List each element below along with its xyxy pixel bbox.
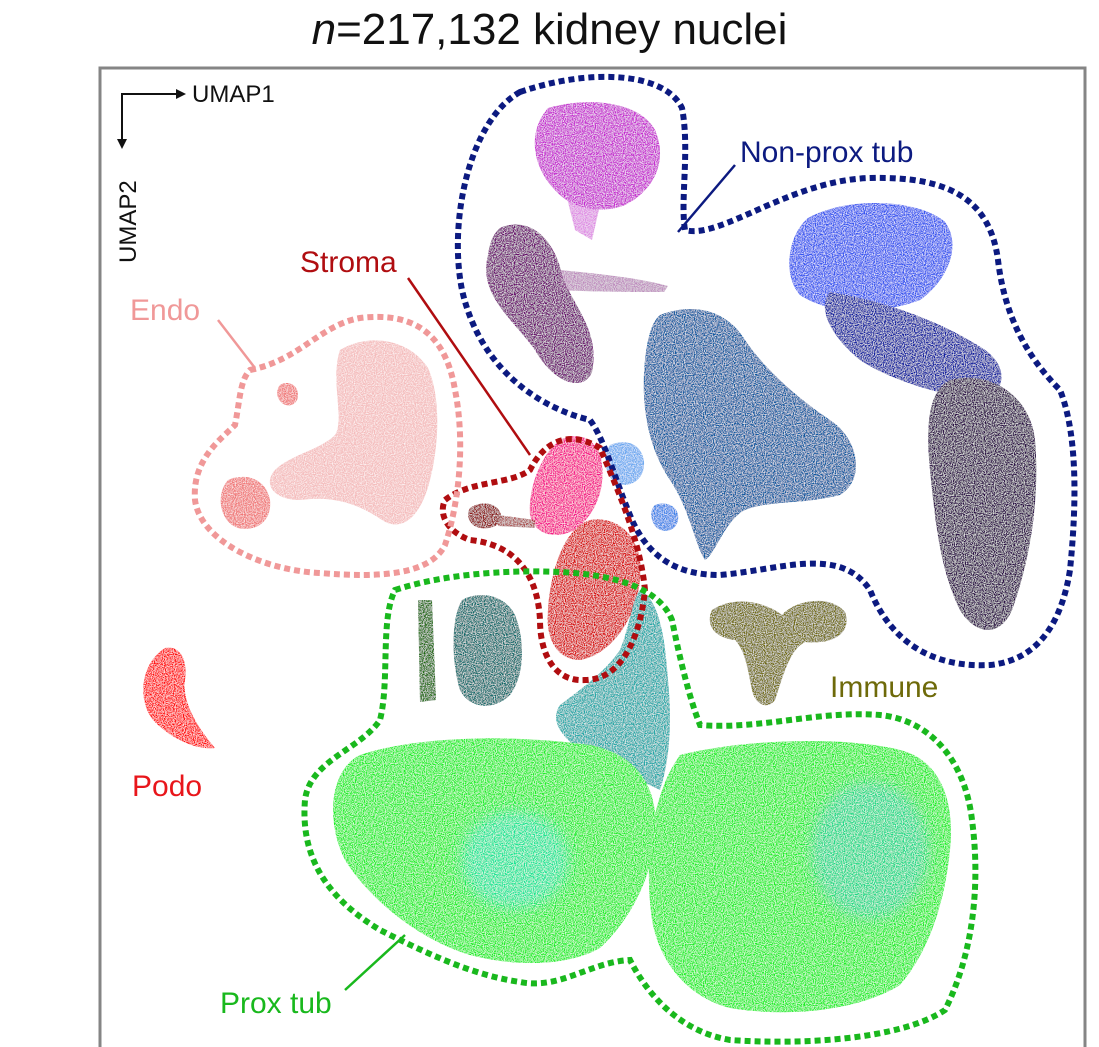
cluster-salmon-small (277, 383, 298, 406)
umap1-arrowhead (176, 89, 186, 99)
group-outlines (191, 73, 1078, 1045)
title-rest: =217,132 kidney nuclei (336, 5, 788, 54)
x-axis-label: UMAP1 (192, 81, 275, 108)
leader-endo (217, 319, 256, 369)
plot-frame (98, 66, 1087, 1047)
cluster-lightpink (269, 340, 438, 525)
cluster-darkpurple (928, 377, 1037, 630)
label-prox-tub: Prox tub (220, 987, 332, 1020)
cluster-teal-blue (643, 309, 857, 560)
leader-prox-tub (344, 934, 406, 991)
cluster-purple-tail (560, 270, 668, 292)
label-non-prox-tub: Non-prox tub (740, 136, 913, 169)
cluster-olive (709, 600, 847, 706)
outline-stroma (439, 436, 649, 684)
cluster-darkred-bridge (498, 515, 535, 528)
label-immune: Immune (830, 671, 938, 704)
title-n: n (311, 5, 337, 54)
chart-title: n=217,132 kidney nuclei (0, 8, 1099, 52)
label-podo: Podo (132, 770, 202, 803)
outline-endo (191, 314, 464, 578)
cluster-cyan-left (460, 810, 570, 910)
umap-axis-key (117, 89, 186, 149)
cluster-lightblue (605, 442, 645, 485)
leader-stroma (406, 277, 532, 456)
cluster-salmon (220, 476, 271, 529)
cluster-navy (824, 292, 1002, 400)
y-axis-label: UMAP2 (115, 180, 142, 263)
cluster-darkgreen (418, 600, 436, 702)
umap2-arrowhead (117, 139, 127, 149)
cluster-podo (143, 647, 215, 749)
cluster-blue (789, 202, 953, 311)
cluster-teal (556, 590, 670, 790)
cluster-magenta (534, 102, 661, 210)
cluster-magenta-tail (565, 190, 600, 240)
outline-immune-prox (301, 568, 979, 1045)
cluster-darkred (468, 503, 502, 529)
cluster-darkteal (453, 595, 522, 706)
point-clusters (143, 102, 1037, 1013)
label-stroma: Stroma (300, 246, 397, 279)
cluster-midblue (651, 503, 679, 531)
outline-non-prox-tub (454, 73, 1078, 669)
cluster-pink (529, 436, 603, 535)
leader-lines (217, 164, 736, 991)
cluster-cyan-right (810, 780, 930, 920)
cluster-purple (486, 224, 594, 384)
label-endo: Endo (130, 294, 200, 327)
leader-non-prox-tub (677, 164, 736, 233)
cluster-red (547, 519, 641, 660)
